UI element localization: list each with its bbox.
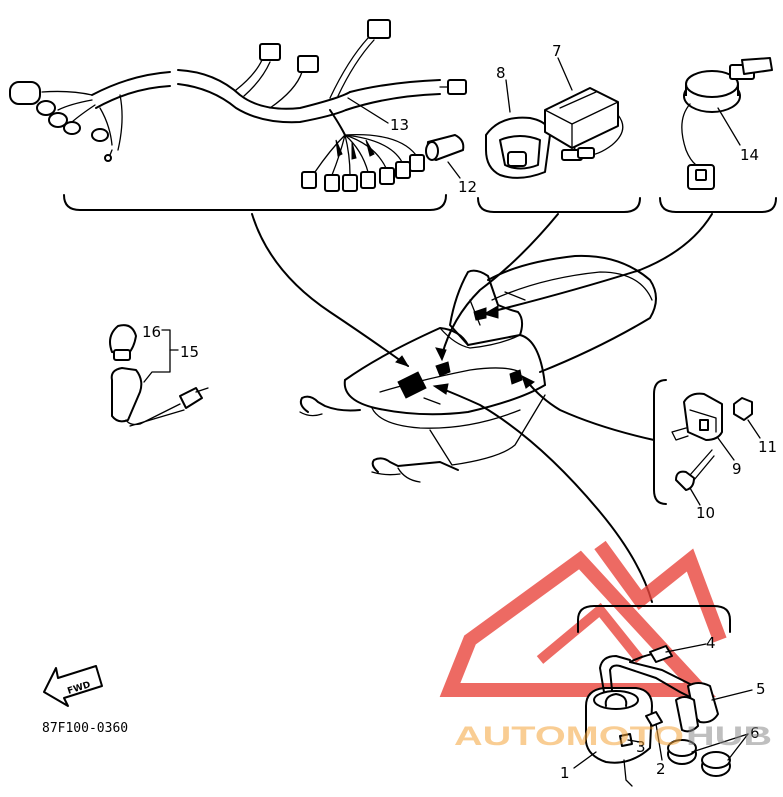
callout-1-6-leaders	[573, 643, 753, 769]
watermark-text: AUTOMOTO HUB	[454, 721, 772, 751]
part-9-10-11-group	[653, 379, 753, 505]
callout-5: 5	[756, 680, 766, 698]
callout-4: 4	[706, 634, 716, 652]
watermark-logo	[439, 540, 727, 697]
wire-harness	[9, 19, 467, 192]
part-7-cdi-unit	[544, 87, 624, 161]
callout-15-bracket	[143, 329, 179, 383]
part-14-main-switch	[681, 57, 773, 190]
callout-13: 13	[390, 116, 409, 134]
callout-13-leader	[347, 97, 389, 124]
part-15-16-bulb-socket	[109, 324, 209, 427]
callout-7-leader	[557, 57, 573, 91]
callout-9-10-11-leaders	[689, 419, 761, 506]
callout-3: 3	[636, 738, 646, 756]
callout-11: 11	[758, 438, 777, 456]
callout-14: 14	[740, 146, 759, 164]
watermark-text-orange: AUTOMOTO	[454, 721, 684, 751]
part-8-cover	[485, 116, 551, 179]
watermark-text-gray: HUB	[686, 721, 772, 751]
diagram-code: 87F100-0360	[42, 721, 128, 736]
top-group-brackets	[63, 194, 777, 213]
callout-6: 6	[750, 724, 760, 742]
callout-8: 8	[496, 64, 506, 82]
callout-9: 9	[732, 460, 742, 478]
callout-16: 16	[142, 323, 161, 341]
pointer-lines	[251, 213, 713, 603]
callout-15: 15	[180, 343, 199, 361]
callout-labels: 1 2 3 4 5 6 7 8 9 10 11 12 13 14 15 16	[142, 42, 777, 782]
part-1-6-ignition-group	[577, 605, 731, 787]
callout-12-leader	[447, 161, 461, 179]
fwd-arrow-icon: FWD	[43, 665, 103, 707]
snowmobile-outline	[299, 254, 657, 483]
callout-1: 1	[560, 764, 570, 782]
callout-8-leader	[505, 79, 511, 113]
callout-14-leader	[717, 107, 741, 146]
part-12-plug	[425, 134, 465, 161]
callout-7: 7	[552, 42, 562, 60]
callout-10: 10	[696, 504, 715, 522]
callout-2: 2	[656, 760, 666, 778]
callout-12: 12	[458, 178, 477, 196]
